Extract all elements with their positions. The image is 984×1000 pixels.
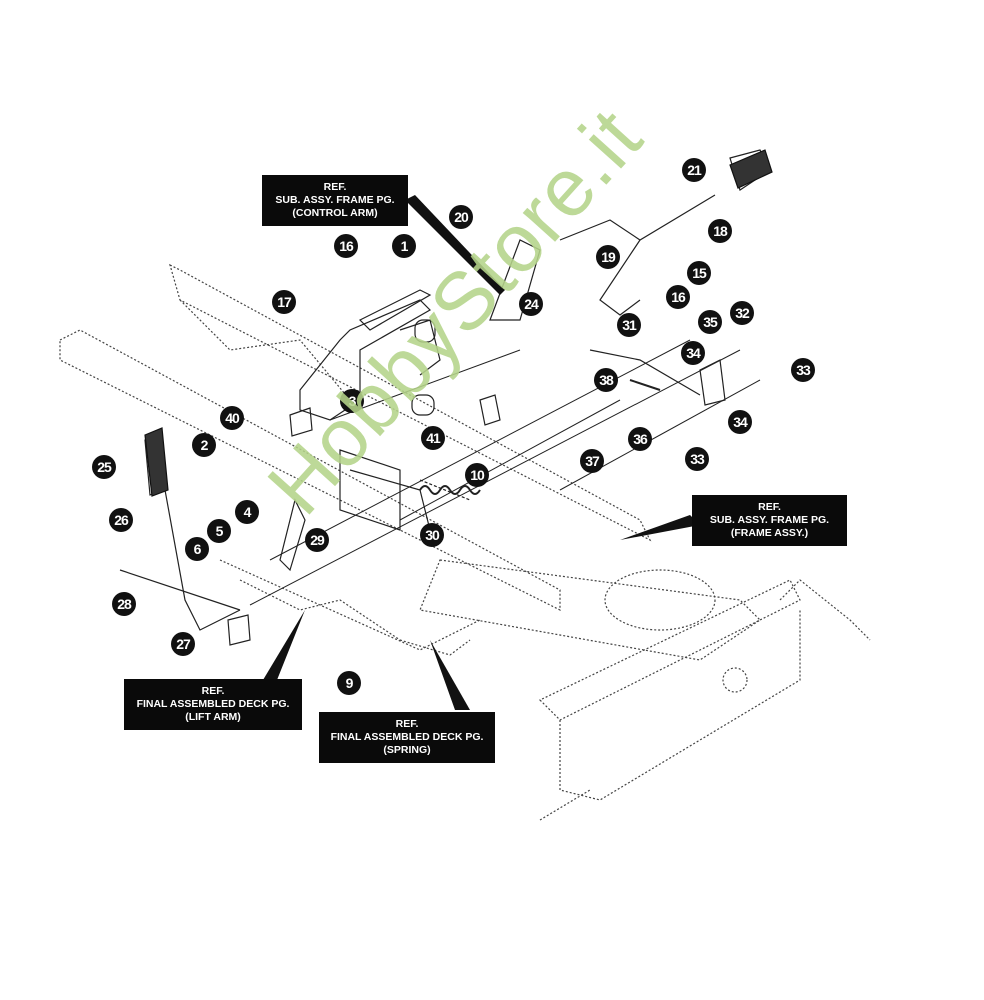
callout-2: 2 (192, 433, 216, 457)
ref-box-lift-arm: REF. FINAL ASSEMBLED DECK PG. (LIFT ARM) (124, 679, 302, 730)
grips (144, 149, 773, 497)
callout-38: 38 (594, 368, 618, 392)
callout-9: 9 (337, 671, 361, 695)
ref-line: (FRAME ASSY.) (730, 527, 809, 539)
ref-line: (LIFT ARM) (185, 711, 241, 723)
ref-box-frame-assy: REF. SUB. ASSY. FRAME PG. (FRAME ASSY.) (692, 495, 847, 546)
callout-5: 5 (207, 519, 231, 543)
callout-20: 20 (449, 205, 473, 229)
callout-33-lower: 33 (685, 447, 709, 471)
ref-line: REF. (395, 718, 419, 730)
callout-21: 21 (682, 158, 706, 182)
spring (419, 485, 481, 495)
callout-4: 4 (235, 500, 259, 524)
callout-6: 6 (185, 537, 209, 561)
ref-box-spring: REF. FINAL ASSEMBLED DECK PG. (SPRING) (319, 712, 495, 763)
ref-line: REF. (758, 501, 781, 513)
ref-line: FINAL ASSEMBLED DECK PG. (330, 731, 484, 743)
callout-29: 29 (305, 528, 329, 552)
callout-33-right: 33 (791, 358, 815, 382)
callout-36: 36 (628, 427, 652, 451)
ref-pointers (260, 195, 700, 710)
callout-37: 37 (580, 449, 604, 473)
ref-box-control-arm: REF. SUB. ASSY. FRAME PG. (CONTROL ARM) (262, 175, 408, 226)
ref-line: FINAL ASSEMBLED DECK PG. (136, 698, 290, 710)
callout-40: 40 (220, 406, 244, 430)
callout-19: 19 (596, 245, 620, 269)
callout-25: 25 (92, 455, 116, 479)
callout-34-lower: 34 (728, 410, 752, 434)
callout-35: 35 (698, 310, 722, 334)
callout-1: 1 (392, 234, 416, 258)
ref-line: SUB. ASSY. FRAME PG. (709, 514, 830, 526)
assembly-lines (249, 339, 761, 606)
ref-line: SUB. ASSY. FRAME PG. (275, 194, 395, 206)
callout-24: 24 (519, 292, 543, 316)
callout-16-lower: 16 (666, 285, 690, 309)
callout-31: 31 (617, 313, 641, 337)
ref-line: REF. (323, 181, 347, 193)
callout-17: 17 (272, 290, 296, 314)
callout-10: 10 (465, 463, 489, 487)
ref-line: (SPRING) (383, 744, 431, 756)
callout-34-upper: 34 (681, 341, 705, 365)
callout-27: 27 (171, 632, 195, 656)
callout-18: 18 (708, 219, 732, 243)
callout-41: 41 (421, 426, 445, 450)
callout-32: 32 (730, 301, 754, 325)
callout-26: 26 (109, 508, 133, 532)
callout-30: 30 (420, 523, 444, 547)
callout-3: 3 (340, 389, 364, 413)
ref-line: REF. (201, 685, 225, 697)
callout-28: 28 (112, 592, 136, 616)
callout-15: 15 (687, 261, 711, 285)
ref-line: (CONTROL ARM) (292, 207, 378, 219)
callout-16: 16 (334, 234, 358, 258)
